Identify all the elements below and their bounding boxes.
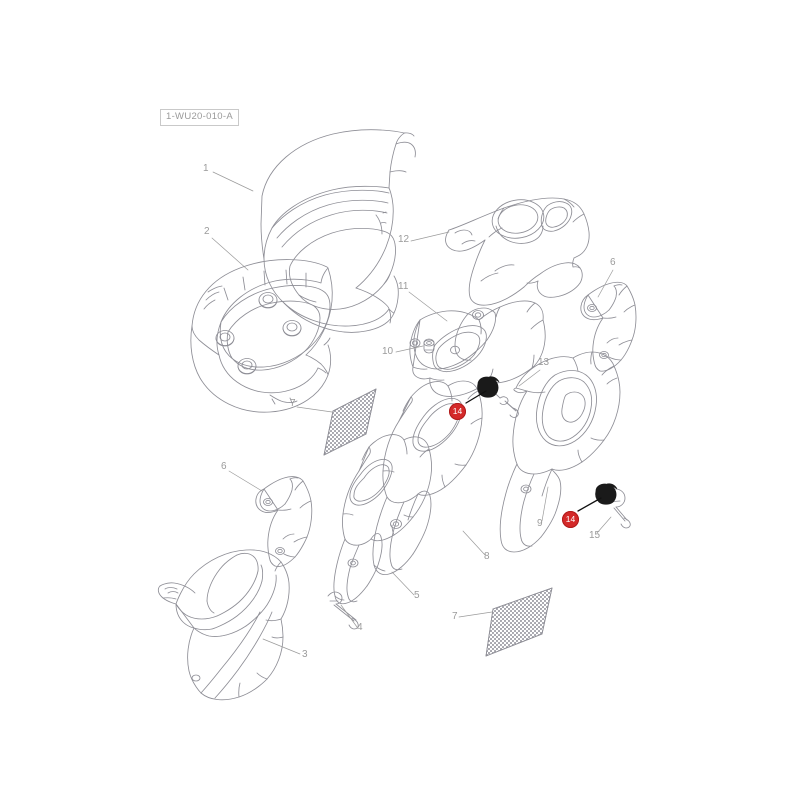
part-1-headlight-cowl-ring (260, 129, 416, 333)
leader-13 (518, 369, 541, 387)
leader-2 (211, 237, 249, 271)
callout-5: 5 (414, 590, 420, 601)
leader-4 (340, 604, 358, 628)
part-12-top-cover-panel (445, 197, 590, 306)
callout-4: 4 (357, 622, 363, 633)
leader-5 (391, 571, 415, 596)
callout-11: 11 (398, 281, 409, 292)
badge-leader-upper (465, 390, 487, 404)
badge-part-14-upper[interactable]: 14 (449, 403, 466, 420)
part-10-grommet (423, 338, 435, 354)
callout-2: 2 (204, 226, 210, 237)
part-11-upper-shroud-panel (409, 300, 546, 397)
diagram-reference-label: 1-WU20-010-A (160, 109, 239, 126)
part-3-front-fender (157, 549, 290, 701)
callout-9: 9 (537, 518, 543, 529)
leader-11 (408, 291, 448, 322)
leader-7b (458, 611, 493, 618)
leader-9 (541, 486, 549, 522)
part-9-air-duct-cover (499, 351, 621, 553)
leader-3 (262, 638, 301, 655)
leader-1 (212, 171, 254, 192)
badge-leader-lines (465, 390, 602, 512)
part-7-mesh-screen-lower (485, 587, 553, 657)
leader-15 (596, 516, 612, 534)
callout-7-lower: 7 (452, 611, 458, 622)
callout-12: 12 (398, 234, 410, 245)
part-6-side-cover-bracket-left (255, 476, 313, 567)
part-7-mesh-screen-upper (323, 388, 377, 456)
badge-part-14-lower[interactable]: 14 (562, 511, 579, 528)
leader-6b (597, 269, 614, 298)
callout-leader-lines (211, 171, 614, 655)
leader-10 (395, 345, 424, 353)
callout-6-right: 6 (610, 257, 616, 268)
part-5-bracket-stay-right (333, 434, 432, 605)
callout-13: 13 (538, 357, 550, 368)
callout-15: 15 (589, 530, 601, 541)
callout-3: 3 (302, 649, 308, 660)
leader-7a (296, 406, 333, 413)
part-4-screw-long (327, 591, 359, 630)
badge-leader-lower (577, 497, 602, 512)
callout-6-left: 6 (221, 461, 227, 472)
callout-8: 8 (484, 551, 490, 562)
callout-1: 1 (203, 163, 209, 174)
leader-6a (228, 470, 263, 492)
leader-8 (462, 530, 486, 556)
leader-12 (410, 231, 450, 242)
part-14-rubber-mount-nut-lower (595, 483, 618, 505)
callout-10: 10 (382, 346, 394, 357)
part-6-side-cover-bracket-right (580, 281, 637, 372)
part-2-headlight-cowl-inner (190, 259, 333, 413)
callout-7-upper: 7 (290, 398, 296, 409)
